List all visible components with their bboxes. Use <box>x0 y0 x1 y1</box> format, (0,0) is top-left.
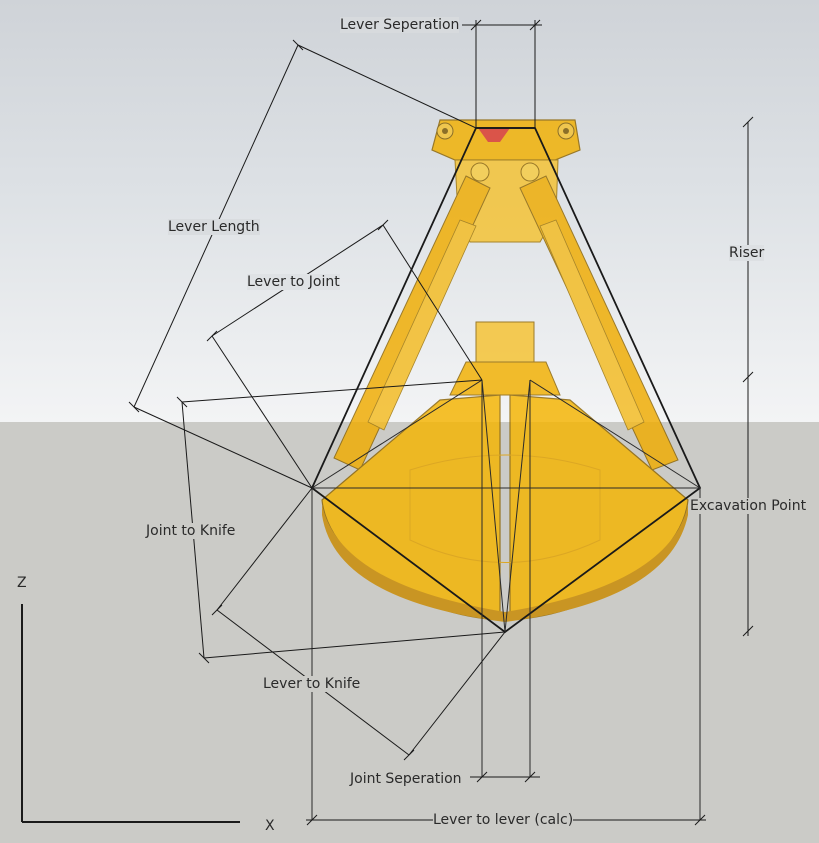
clamshell-bucket <box>321 119 689 622</box>
axis-label-z: Z <box>17 575 27 591</box>
label-excavation-point: Excavation Point <box>690 498 807 514</box>
label-riser: Riser <box>729 245 765 261</box>
construction-lines <box>310 127 702 634</box>
axis-indicator <box>21 604 240 823</box>
pivot-marker <box>478 128 510 142</box>
axis-label-x: X <box>265 818 275 834</box>
label-lever-separation: Lever Seperation <box>340 17 460 33</box>
label-lever-length: Lever Length <box>168 219 260 235</box>
label-joint-separation: Joint Seperation <box>350 771 462 787</box>
label-lever-to-lever: Lever to lever (calc) <box>433 812 574 828</box>
label-lever-to-knife: Lever to Knife <box>263 676 361 692</box>
label-joint-to-knife: Joint to Knife <box>146 523 236 539</box>
label-lever-to-joint: Lever to Joint <box>247 274 340 290</box>
inner-geometry <box>311 379 701 820</box>
